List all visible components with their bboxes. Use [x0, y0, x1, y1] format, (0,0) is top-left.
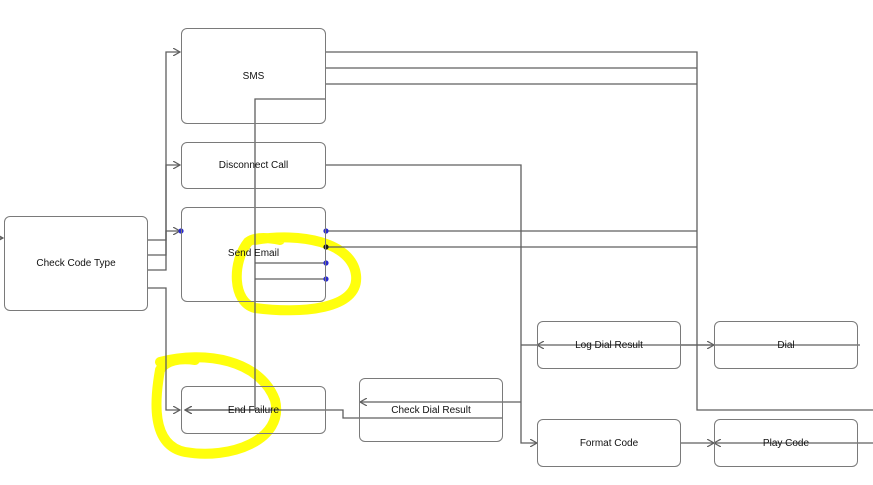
node-label: Check Dial Result: [391, 404, 471, 416]
node-end-failure[interactable]: End Failure: [181, 386, 326, 434]
node-check-code-type[interactable]: Check Code Type: [4, 216, 148, 311]
node-label: Log Dial Result: [575, 339, 643, 351]
edge-to-end-failure: [148, 287, 180, 410]
edge-check-to-end-failure: [185, 410, 503, 419]
node-send-email[interactable]: Send Email: [181, 207, 326, 302]
node-label: SMS: [242, 70, 265, 82]
node-label: Play Code: [762, 437, 810, 449]
node-label: Dial: [777, 339, 795, 351]
edge-to-disconnect: [148, 165, 180, 256]
node-log-dial-result[interactable]: Log Dial Result: [537, 321, 681, 369]
node-label: Format Code: [579, 437, 639, 449]
node-label: Check Code Type: [36, 258, 116, 269]
node-sms[interactable]: SMS: [181, 28, 326, 124]
port-icon[interactable]: [323, 260, 329, 266]
node-label: Disconnect Call: [218, 160, 289, 171]
node-dial[interactable]: Dial: [714, 321, 858, 369]
port-icon[interactable]: [323, 276, 329, 282]
node-label: End Failure: [227, 404, 280, 416]
node-label: Send Email: [227, 248, 280, 259]
node-disconnect-call[interactable]: Disconnect Call: [181, 142, 326, 189]
port-icon[interactable]: [178, 228, 184, 234]
edge-disconnect-to-format: [326, 164, 537, 443]
edge-to-send-email: [148, 231, 180, 271]
highlight-end-failure: [151, 352, 282, 459]
edge-to-sms: [148, 52, 180, 241]
node-format-code[interactable]: Format Code: [537, 419, 681, 467]
port-icon[interactable]: [323, 244, 329, 250]
node-check-dial-result[interactable]: Check Dial Result: [359, 378, 503, 442]
port-icon[interactable]: [323, 228, 329, 234]
node-play-code[interactable]: Play Code: [714, 419, 858, 467]
